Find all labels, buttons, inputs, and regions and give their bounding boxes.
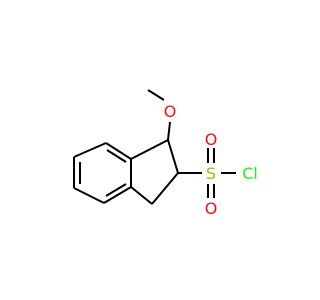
bond-c7-c6 [73, 142, 107, 158]
bond-c1-c7a [130, 139, 169, 160]
bond-c5-c4 [73, 187, 105, 204]
structure-diagram: O S Cl O O [73, 89, 258, 218]
bond-c4-c3a [103, 186, 132, 204]
bond-c7a-c7 [105, 142, 132, 160]
atom-label-o-top: O [205, 130, 218, 149]
atom-label-o-methoxy: O [164, 102, 177, 121]
bond-c2-c3 [151, 172, 179, 205]
bond-c1-c2 [167, 139, 179, 174]
aromatic-inner-bond-1 [106, 149, 127, 163]
bond-o-c1 [167, 121, 171, 141]
bond-c3-c3a [130, 186, 153, 205]
atom-label-o-bottom: O [205, 199, 218, 218]
aromatic-inner-bond-3 [105, 183, 127, 197]
bond-methyl-o [147, 89, 165, 101]
atom-label-s: S [206, 164, 216, 183]
atom-label-cl: Cl [242, 164, 258, 183]
